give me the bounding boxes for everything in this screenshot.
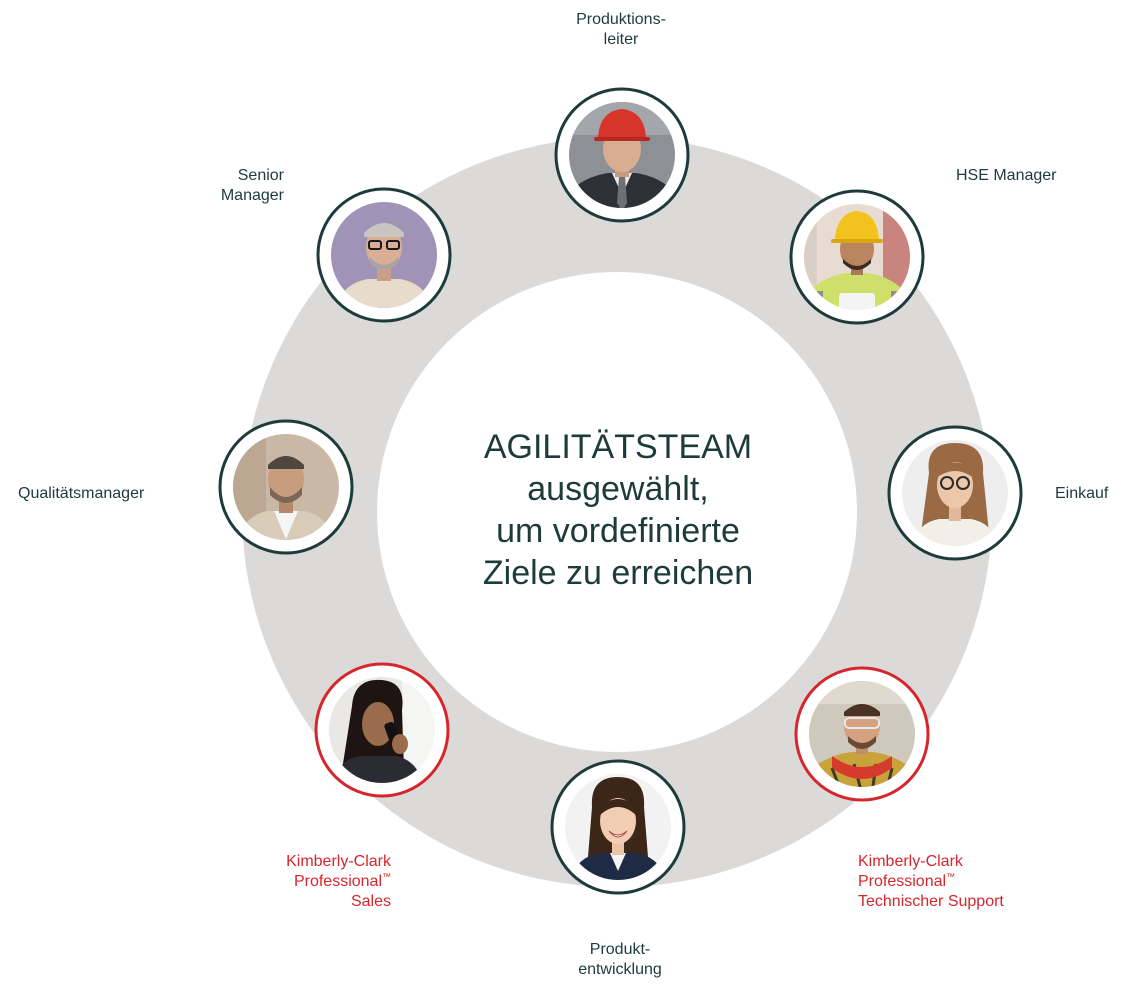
center-title: AGILITÄTSTEAM ausgewählt, um vordefinier… <box>378 426 858 594</box>
member-senior-manager <box>316 187 452 323</box>
center-line-1: AGILITÄTSTEAM <box>483 428 753 466</box>
member-kc-technischer-support <box>794 666 930 802</box>
center-line-4: Ziele zu erreichen <box>482 554 754 592</box>
photo-hse-manager <box>804 204 910 310</box>
member-hse-manager <box>789 189 925 325</box>
label-produktionsleiter: Produktions- leiter <box>576 11 666 48</box>
member-produktentwicklung <box>550 759 686 895</box>
label-einkauf: Einkauf <box>1055 485 1109 502</box>
label-kc-sales: Kimberly-Clark Professional™ Sales <box>286 853 391 910</box>
label-kc-technischer-support: Kimberly-Clark Professional™ Technischer… <box>858 853 1004 910</box>
member-produktionsleiter <box>554 87 690 223</box>
center-line-2: ausgewählt, <box>527 470 709 508</box>
member-qualitaetsmanager <box>218 419 354 555</box>
center-line-3: um vordefinierte <box>496 512 740 550</box>
label-hse-manager: HSE Manager <box>956 167 1057 184</box>
label-produktentwicklung: Produkt- entwicklung <box>578 941 662 978</box>
member-einkauf <box>887 425 1023 561</box>
label-qualitaetsmanager: Qualitätsmanager <box>18 485 145 502</box>
member-kc-sales <box>314 662 450 798</box>
label-senior-manager: Senior Manager <box>220 167 284 204</box>
center-disc <box>377 272 857 752</box>
